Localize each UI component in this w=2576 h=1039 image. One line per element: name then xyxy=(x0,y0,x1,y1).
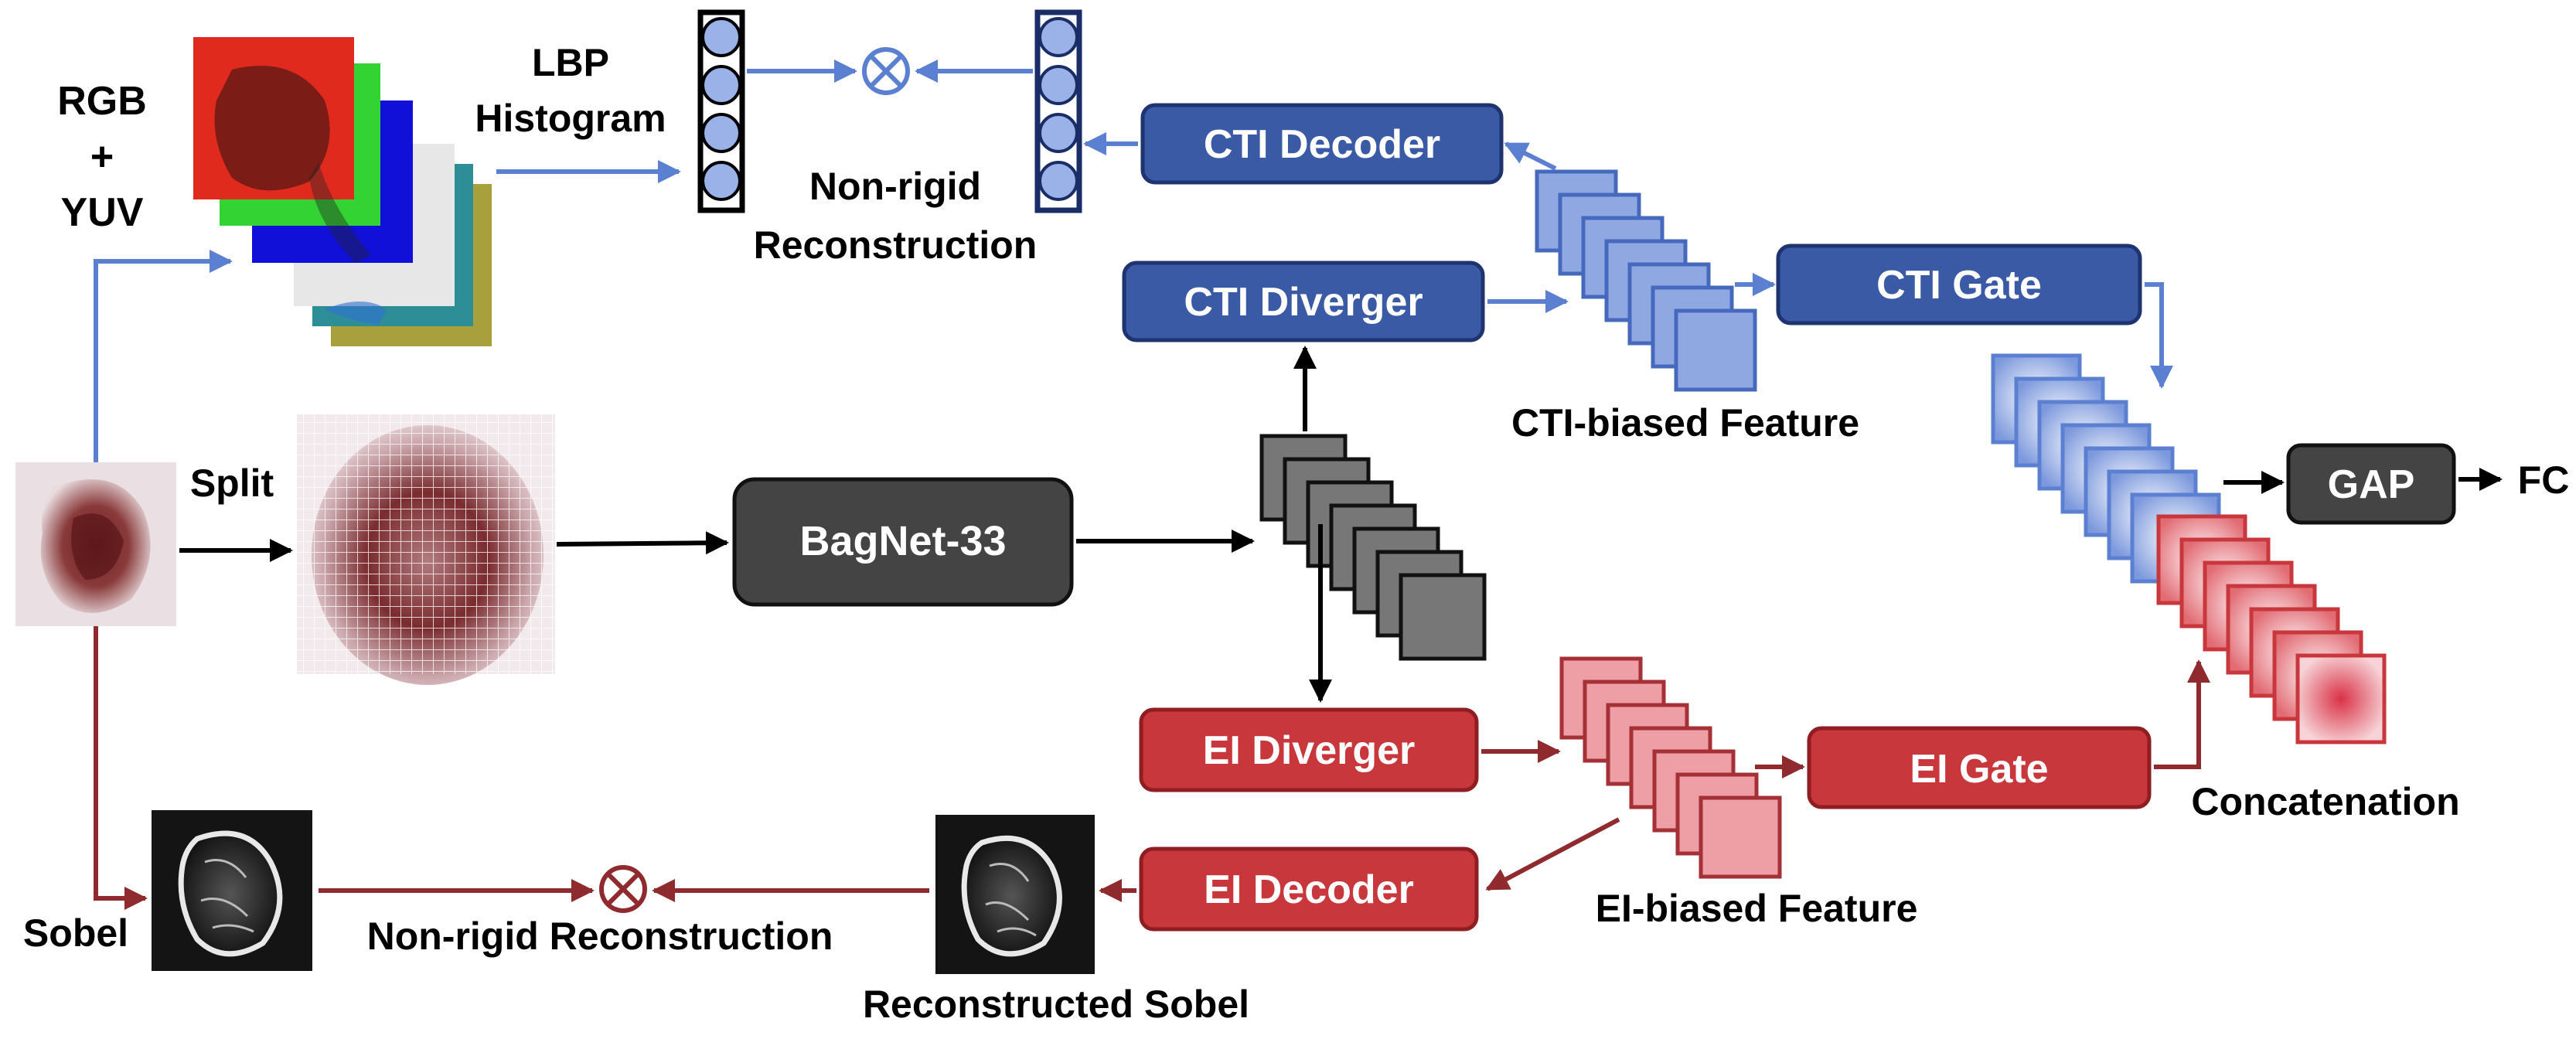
arrow-image-to-sobel xyxy=(94,626,148,910)
reconstructed-sobel-label: Reconstructed Sobel xyxy=(863,983,1249,1026)
gap-label: GAP xyxy=(2328,462,2415,507)
ei-decoder-block: EI Decoder xyxy=(1139,847,1479,932)
arrow-features-to-cti-decoder xyxy=(1504,141,1557,171)
bagnet-block: BagNet-33 xyxy=(732,477,1074,607)
lbp-feature-vector xyxy=(697,9,745,213)
concat-red-stack xyxy=(2156,514,2387,744)
nonrigid-bottom-label: Non-rigid Reconstruction xyxy=(367,915,833,958)
ei-biased-feature-label: EI-biased Feature xyxy=(1596,887,1918,930)
split-patches-image xyxy=(297,414,555,685)
color-space-stack xyxy=(193,37,492,346)
plus-label: + xyxy=(90,135,114,179)
fc-label: FC xyxy=(2518,458,2570,502)
bagnet-label: BagNet-33 xyxy=(799,518,1006,564)
arrow-cti-gate-to-concat xyxy=(2145,282,2173,389)
ei-decoder-label: EI Decoder xyxy=(1204,867,1414,912)
arrow-split-to-bagnet xyxy=(556,531,729,555)
bagnet-feature-stack xyxy=(1259,434,1487,661)
arrow-features-to-ei-decoder xyxy=(1485,817,1620,891)
concatenation-label: Concatenation xyxy=(2191,780,2459,823)
cti-diverger-label: CTI Diverger xyxy=(1184,280,1423,325)
sobel-image xyxy=(152,810,312,971)
arrow-ei-gate-to-concat xyxy=(2154,659,2210,769)
cti-decoder-label: CTI Decoder xyxy=(1204,122,1440,167)
cti-decoder-block: CTI Decoder xyxy=(1140,103,1504,185)
input-lesion-image xyxy=(15,462,176,626)
nonrigid-top-line2: Reconstruction xyxy=(754,223,1038,267)
ei-diverger-label: EI Diverger xyxy=(1203,728,1416,773)
ei-diverger-block: EI Diverger xyxy=(1139,707,1479,792)
split-label: Split xyxy=(190,462,274,505)
cti-gate-block: CTI Gate xyxy=(1776,244,2142,325)
ei-gate-label: EI Gate xyxy=(1910,747,2048,792)
arrow-image-to-colorspace xyxy=(94,250,233,462)
multiply-icon-top xyxy=(862,47,910,95)
cti-reconstructed-vector xyxy=(1034,9,1082,213)
cti-biased-feature-label: CTI-biased Feature xyxy=(1511,401,1859,445)
rgb-label: RGB xyxy=(57,79,147,124)
lbp-label: LBP xyxy=(532,41,609,84)
reconstructed-sobel-image xyxy=(935,815,1095,974)
multiply-icon-bottom xyxy=(599,865,647,913)
ei-biased-feature-stack xyxy=(1559,656,1782,879)
ei-gate-block: EI Gate xyxy=(1807,726,2152,809)
cti-biased-feature-stack xyxy=(1535,169,1757,392)
histogram-label: Histogram xyxy=(475,97,666,140)
cti-diverger-block: CTI Diverger xyxy=(1122,261,1485,342)
concat-blue-stack xyxy=(1991,353,2221,584)
cti-gate-label: CTI Gate xyxy=(1876,263,2042,308)
nonrigid-top-line1: Non-rigid xyxy=(809,165,981,208)
yuv-label: YUV xyxy=(61,190,144,235)
sobel-label: Sobel xyxy=(23,911,128,955)
gap-block: GAP xyxy=(2286,443,2456,525)
